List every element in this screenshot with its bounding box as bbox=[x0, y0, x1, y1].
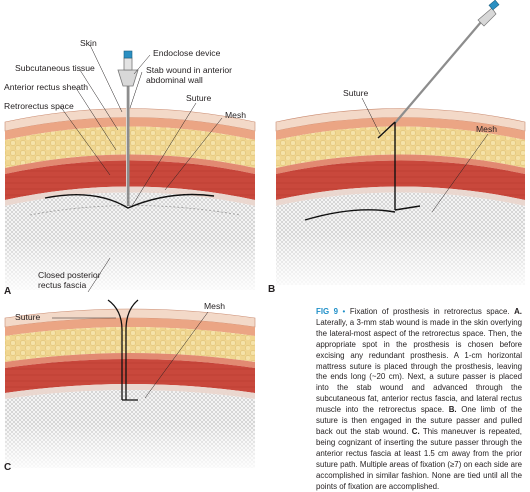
label-suture-a: Suture bbox=[186, 93, 212, 103]
panel-letter-a: A bbox=[4, 286, 11, 297]
label-closed-posterior: Closed posterior bbox=[38, 270, 101, 280]
label-mesh-c: Mesh bbox=[204, 301, 225, 311]
muscle-layer bbox=[5, 160, 255, 200]
caption-b-text: One limb of the suture is then engaged i… bbox=[316, 405, 522, 436]
label-stab-wound-2: abdominal wall bbox=[146, 75, 203, 85]
label-closed-posterior-2: rectus fascia bbox=[38, 280, 86, 290]
caption-b-label: B. bbox=[448, 405, 457, 415]
label-suture-c: Suture bbox=[15, 312, 41, 322]
label-retrorectus: Retrorectus space bbox=[4, 101, 74, 111]
panel-letter-b: B bbox=[268, 284, 275, 295]
posterior-fascia-layer bbox=[5, 186, 255, 206]
suture-line-c bbox=[107, 299, 139, 401]
figure-label: FIG 9 bbox=[316, 307, 339, 316]
caption-bullet: • bbox=[342, 307, 346, 316]
figure-illustration: Skin Endoclose device Subcutaneous tissu… bbox=[4, 0, 526, 473]
caption-c-label: C. bbox=[411, 426, 420, 436]
panel-a: Skin Endoclose device Subcutaneous tissu… bbox=[4, 38, 256, 297]
label-mesh-a: Mesh bbox=[225, 110, 246, 120]
caption-a-text: Laterally, a 3-mm stab wound is made in … bbox=[316, 317, 522, 415]
label-stab-wound: Stab wound in anterior bbox=[146, 65, 232, 75]
label-skin: Skin bbox=[80, 38, 97, 48]
label-subcutaneous: Subcutaneous tissue bbox=[15, 63, 95, 73]
suture-passer-b bbox=[394, 0, 500, 124]
suture-line-a bbox=[44, 193, 215, 209]
label-mesh-b: Mesh bbox=[476, 124, 497, 134]
endoclose-device bbox=[117, 50, 139, 206]
dermis-layer bbox=[5, 117, 255, 140]
anterior-sheath-layer bbox=[5, 154, 255, 174]
fat-layer bbox=[5, 126, 255, 168]
caption-c-text: This maneuver is repeated, being cogniza… bbox=[316, 426, 522, 491]
label-suture-b: Suture bbox=[343, 88, 369, 98]
caption-a-label: A. bbox=[514, 307, 522, 316]
panel-letter-c: C bbox=[4, 462, 11, 473]
caption-intro: Fixation of prosthesis in retrorectus sp… bbox=[349, 307, 510, 316]
label-endoclose: Endoclose device bbox=[153, 48, 221, 58]
label-anterior-sheath: Anterior rectus sheath bbox=[4, 82, 88, 92]
figure-caption: FIG 9 • Fixation of prosthesis in retror… bbox=[316, 307, 522, 492]
panel-c: Suture Mesh C bbox=[4, 299, 256, 473]
panel-b: Suture Mesh B bbox=[268, 0, 526, 295]
suture-line-b bbox=[304, 121, 421, 221]
